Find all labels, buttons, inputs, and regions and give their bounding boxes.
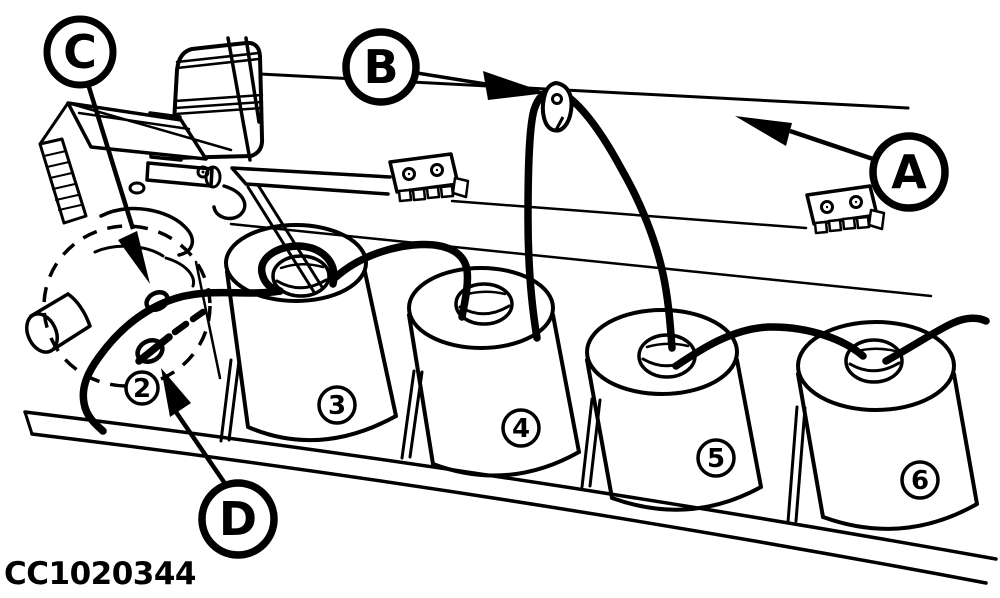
callout-b-circle — [342, 28, 420, 106]
twine-bin — [66, 101, 208, 161]
callout-d-arrowhead — [161, 368, 191, 417]
twine-spool-3-to-4 — [332, 240, 472, 321]
plate-1-teeth — [397, 184, 455, 203]
twine-loop-left-leg — [524, 85, 558, 342]
spool-3-hole — [271, 254, 331, 298]
callout-b-leader — [416, 71, 499, 88]
tension-roller-body — [29, 292, 92, 351]
twine-supply-to-knotter — [79, 287, 284, 435]
spool-6-body — [796, 372, 979, 531]
floor-rail-top — [23, 410, 998, 561]
floor-rail-bottom — [30, 432, 988, 585]
spool-3-number: 3 — [328, 391, 346, 421]
figure-code: CC1020344 — [4, 556, 196, 592]
spool-5-number: 5 — [707, 444, 725, 474]
callout-a-arrowhead — [735, 116, 792, 146]
knotter-hook-curve — [212, 184, 247, 221]
twine-guide-plate-1 — [388, 152, 470, 203]
callout-c-circle — [43, 15, 117, 89]
callout-d-circle — [198, 479, 278, 559]
spool-4 — [407, 266, 581, 478]
twine-loop-right-leg — [557, 88, 676, 352]
spool-number-badges: 2 3 4 5 6 — [124, 370, 940, 500]
knotter-body-curve-3 — [164, 256, 196, 288]
spool-2-badge — [124, 370, 160, 406]
ledge-line-right — [450, 199, 808, 230]
spool-6-hole — [844, 338, 904, 384]
spool-6 — [796, 320, 979, 531]
arm-bolt — [196, 165, 210, 179]
callout-d-label: D — [219, 492, 257, 546]
callout-b-label: B — [363, 40, 398, 94]
guide-eyelet-d — [135, 338, 165, 364]
plate-2-teeth — [813, 215, 871, 235]
twine-spool-6-end — [882, 314, 990, 365]
spools — [23, 223, 998, 585]
callout-a-leader — [789, 128, 874, 162]
housing-outline — [170, 40, 265, 160]
spool-5-body — [585, 358, 763, 512]
twine-hidden-dashes — [171, 308, 207, 336]
callout-a-circle — [869, 132, 949, 212]
bin-left-edge — [38, 101, 70, 146]
hatch-lines — [43, 150, 82, 211]
bay-divider-2-3 — [219, 358, 241, 443]
twine-stub-eyelet-d — [135, 333, 173, 365]
twine-guide-eyelet-b — [540, 80, 574, 133]
knotter-assembly — [25, 40, 265, 354]
ledge-band — [230, 166, 392, 196]
eyelet-b-hole — [551, 93, 563, 105]
bay-divider-5-6 — [786, 405, 807, 524]
diagonal-strut — [246, 183, 324, 294]
twine — [79, 85, 990, 435]
callout-c: C — [43, 15, 150, 284]
hidden-spool-2-outline — [42, 224, 212, 388]
spool-2-number: 2 — [133, 374, 151, 404]
twine-coil-spool-3 — [258, 242, 338, 295]
callout-b-arrowhead — [483, 71, 547, 100]
spool-4-number: 4 — [512, 414, 530, 444]
callout-b: B — [342, 28, 547, 106]
twine-spool-5-to-6 — [672, 323, 867, 370]
callout-c-arrowhead — [118, 231, 150, 284]
callout-d: D — [161, 368, 278, 559]
callout-a-label: A — [891, 145, 927, 199]
callout-a: A — [735, 116, 949, 212]
spool-4-badge — [501, 408, 541, 448]
bay-divider-3-4 — [400, 369, 424, 460]
arm-bolt-center — [201, 170, 205, 174]
hatched-strip — [38, 137, 88, 225]
housing-band-lines — [173, 51, 264, 116]
spool-3-badge — [317, 385, 357, 425]
bay-divider-4-5 — [580, 397, 602, 489]
callout-c-leader — [85, 83, 136, 230]
guide-eyelet-c — [144, 289, 170, 313]
bolt-hole — [128, 181, 146, 195]
shelf-front-line — [229, 222, 933, 298]
spool-3 — [224, 223, 398, 443]
spool-6-number: 6 — [911, 466, 929, 496]
callout-d-leader — [174, 410, 228, 487]
spool-4-hole — [454, 282, 514, 326]
spool-6-badge — [900, 460, 940, 500]
twine-guide-plate-2 — [805, 184, 886, 235]
spool-5-badge — [696, 438, 736, 478]
floor-rail-end — [23, 410, 34, 436]
callout-c-label: C — [63, 25, 97, 79]
spool-3-body — [225, 270, 398, 443]
